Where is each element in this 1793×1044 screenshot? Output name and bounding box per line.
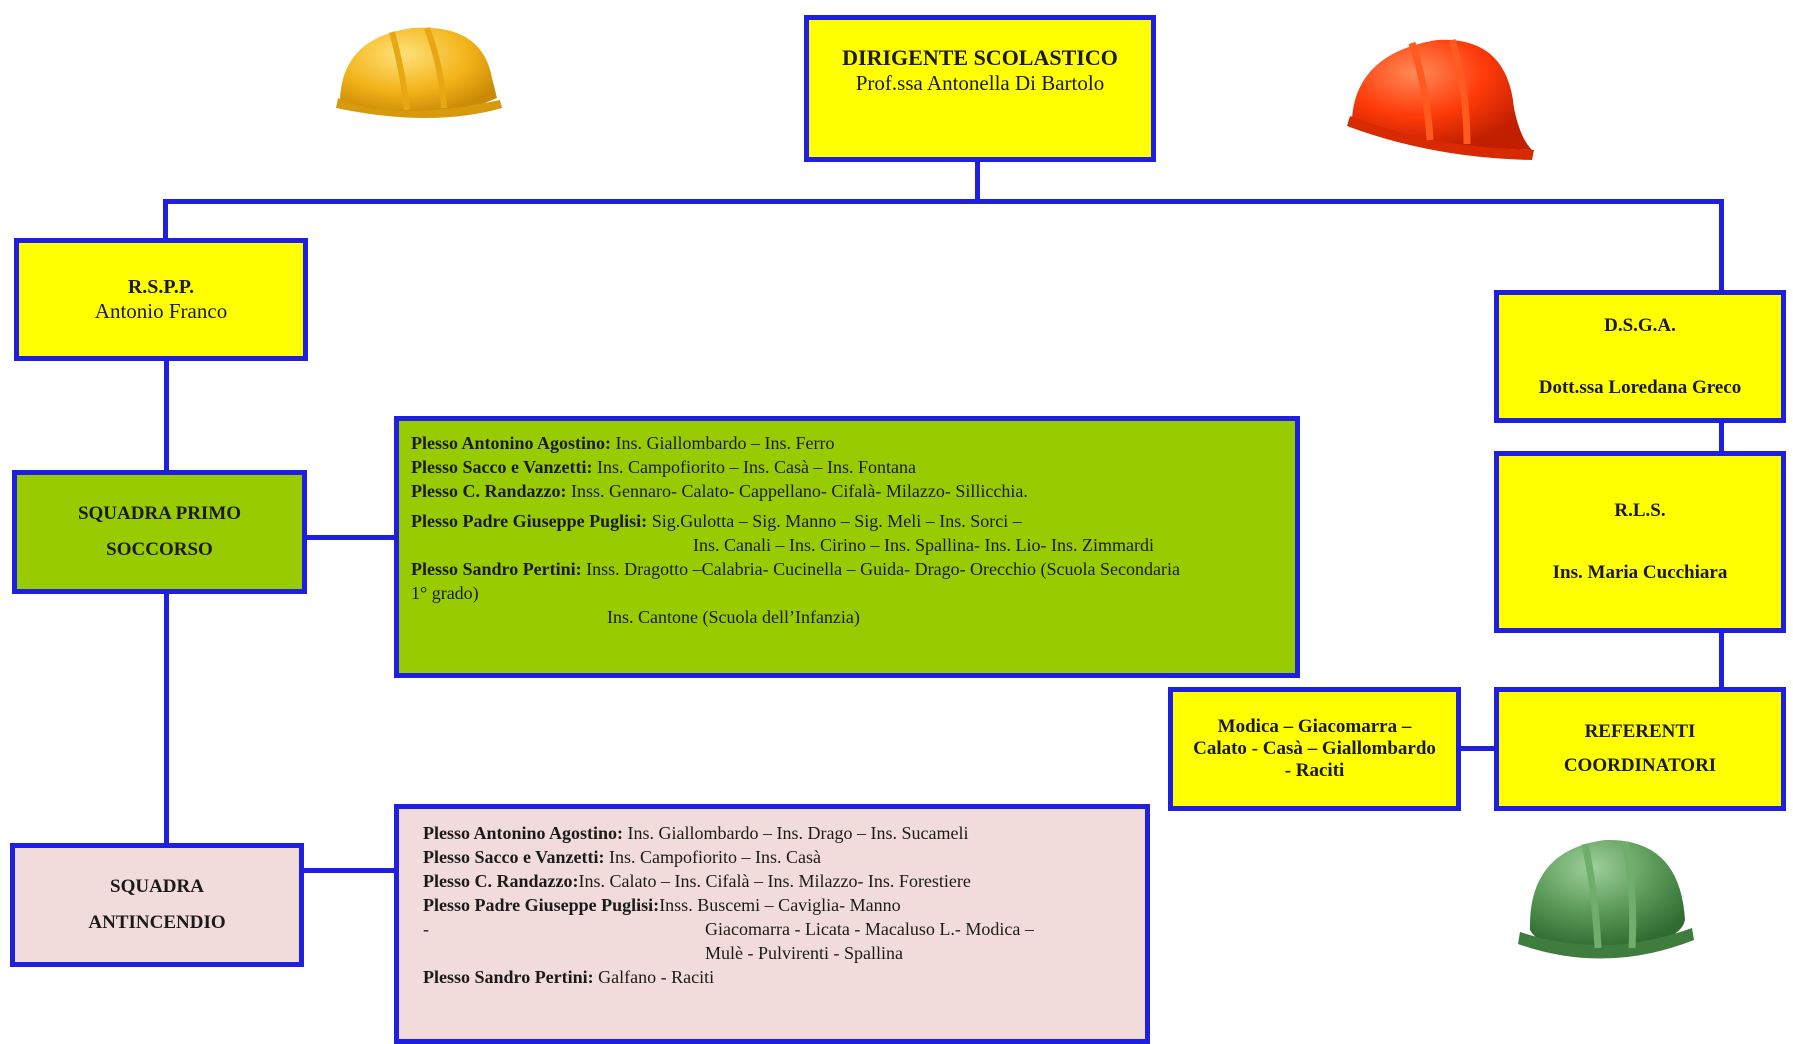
- plesso-members: Galfano - Raciti: [593, 967, 715, 987]
- list-item: Mulè - Pulvirenti - Spallina: [423, 941, 1145, 965]
- connector-rspp-primo: [164, 358, 169, 472]
- plesso-members: Ins. Campofiorito – Ins. Casà: [604, 847, 821, 867]
- rls-box: R.L.S. Ins. Maria Cucchiara: [1494, 451, 1786, 633]
- list-item: - Giacomarra - Licata - Macaluso L.- Mod…: [423, 917, 1145, 941]
- antincendio-title-line1: SQUADRA: [110, 876, 204, 897]
- referenti-box: REFERENTI COORDINATORI: [1494, 687, 1786, 811]
- connector-dsga-rls: [1719, 420, 1724, 453]
- referenti-names-box: Modica – Giacomarra – Calato - Casà – Gi…: [1168, 687, 1461, 811]
- connector-rls-referenti: [1719, 630, 1724, 688]
- list-item: Plesso Sacco e Vanzetti: Ins. Campofiori…: [411, 455, 1295, 479]
- plesso-label: Plesso Padre Giuseppe Puglisi:: [411, 511, 648, 531]
- yellow-helmet-icon: [336, 26, 502, 118]
- green-helmet-icon: [1518, 839, 1694, 959]
- rls-title: R.L.S.: [1614, 500, 1666, 521]
- antincendio-title-line2: ANTINCENDIO: [88, 912, 226, 933]
- plesso-label: Plesso Padre Giuseppe Puglisi:: [423, 895, 660, 915]
- list-item: Plesso Padre Giuseppe Puglisi: Sig.Gulot…: [411, 509, 1295, 533]
- plesso-members: Ins. Giallombardo – Ins. Drago – Ins. Su…: [623, 823, 969, 843]
- connector-left-down-rspp: [163, 199, 168, 241]
- list-item: Plesso Antonino Agostino: Ins. Giallomba…: [411, 431, 1295, 455]
- plesso-label: Plesso Sacco e Vanzetti:: [423, 847, 605, 867]
- plesso-members: Inss. Gennaro- Calato- Cappellano- Cifal…: [566, 481, 1028, 501]
- list-item: Plesso C. Randazzo: Inss. Gennaro- Calat…: [411, 479, 1295, 503]
- plesso-label: Plesso Antonino Agostino:: [423, 823, 624, 843]
- list-item: Plesso Padre Giuseppe Puglisi:Inss. Busc…: [423, 893, 1145, 917]
- plesso-members: -: [423, 919, 429, 939]
- list-item: 1° grado): [411, 581, 1295, 605]
- orange-helmet-icon: [1347, 38, 1534, 160]
- plesso-members: Ins. Canali – Ins. Cirino – Ins. Spallin…: [693, 535, 1154, 555]
- list-item: Plesso Sandro Pertini: Galfano - Raciti: [423, 965, 1145, 989]
- rls-name: Ins. Maria Cucchiara: [1552, 562, 1728, 583]
- antincendio-list: Plesso Antonino Agostino: Ins. Giallomba…: [394, 804, 1150, 1044]
- rspp-box: R.S.P.P. Antonio Franco: [14, 238, 308, 361]
- list-item: Ins. Cantone (Scuola dell’Infanzia): [411, 605, 1295, 629]
- connector-dirigente-down: [975, 157, 980, 203]
- list-item: Plesso Sacco e Vanzetti: Ins. Campofiori…: [423, 845, 1145, 869]
- referenti-names-line3: - Raciti: [1284, 760, 1345, 781]
- plesso-label: Plesso Sandro Pertini:: [423, 967, 594, 987]
- plesso-members: Inss. Dragotto –Calabria- Cucinella – Gu…: [581, 559, 1180, 579]
- list-item: Plesso Antonino Agostino: Ins. Giallomba…: [423, 821, 1145, 845]
- plesso-members: Ins. Calato – Ins. Cifalà – Ins. Milazzo…: [578, 871, 971, 891]
- dsga-title: D.S.G.A.: [1604, 314, 1676, 336]
- list-item: Plesso C. Randazzo:Ins. Calato – Ins. Ci…: [423, 869, 1145, 893]
- connector-primo-antincendio: [164, 592, 169, 844]
- primo-soccorso-list: Plesso Antonino Agostino: Ins. Giallomba…: [394, 416, 1300, 678]
- rspp-title: R.S.P.P.: [127, 275, 195, 298]
- antincendio-box: SQUADRA ANTINCENDIO: [10, 843, 304, 967]
- plesso-label: Plesso C. Randazzo:: [423, 871, 579, 891]
- referenti-title-line1: REFERENTI: [1584, 721, 1696, 742]
- dsga-name: Dott.ssa Loredana Greco: [1538, 376, 1742, 398]
- plesso-label: Plesso Sandro Pertini:: [411, 559, 582, 579]
- connector-primo-list: [302, 535, 398, 540]
- referenti-title-line2: COORDINATORI: [1563, 755, 1717, 776]
- primo-soccorso-box: SQUADRA PRIMO SOCCORSO: [12, 470, 307, 594]
- plesso-label: Plesso Sacco e Vanzetti:: [411, 457, 593, 477]
- plesso-members: Ins. Cantone (Scuola dell’Infanzia): [607, 607, 860, 627]
- plesso-members: Ins. Giallombardo – Ins. Ferro: [611, 433, 835, 453]
- dirigente-name: Prof.ssa Antonella Di Bartolo: [855, 71, 1105, 95]
- plesso-label: Plesso C. Randazzo:: [411, 481, 567, 501]
- connector-antincendio-list: [300, 868, 398, 873]
- dsga-box: D.S.G.A. Dott.ssa Loredana Greco: [1494, 290, 1786, 423]
- plesso-members: Ins. Campofiorito – Ins. Casà – Ins. Fon…: [592, 457, 916, 477]
- referenti-names-line2: Calato - Casà – Giallombardo: [1193, 738, 1436, 759]
- dirigente-box: DIRIGENTE SCOLASTICO Prof.ssa Antonella …: [804, 15, 1156, 162]
- connector-referenti-names: [1457, 746, 1497, 751]
- list-item: Ins. Canali – Ins. Cirino – Ins. Spallin…: [411, 533, 1295, 557]
- dirigente-title: DIRIGENTE SCOLASTICO: [842, 45, 1118, 70]
- plesso-label: Plesso Antonino Agostino:: [411, 433, 612, 453]
- connector-horizontal-top: [163, 199, 1724, 204]
- rspp-name: Antonio Franco: [94, 298, 228, 323]
- referenti-names-line1: Modica – Giacomarra –: [1217, 716, 1412, 737]
- primo-soccorso-title-line1: SQUADRA PRIMO: [77, 503, 242, 524]
- plesso-members: 1° grado): [411, 583, 479, 603]
- list-item: Plesso Sandro Pertini: Inss. Dragotto –C…: [411, 557, 1295, 581]
- plesso-members: Giacomarra - Licata - Macaluso L.- Modic…: [705, 919, 1034, 939]
- plesso-members: Inss. Buscemi – Caviglia- Manno: [659, 895, 901, 915]
- plesso-members: Mulè - Pulvirenti - Spallina: [705, 943, 903, 963]
- primo-soccorso-title-line2: SOCCORSO: [106, 539, 213, 560]
- connector-right-down-dsga: [1719, 199, 1724, 292]
- plesso-members: Sig.Gulotta – Sig. Manno – Sig. Meli – I…: [647, 511, 1022, 531]
